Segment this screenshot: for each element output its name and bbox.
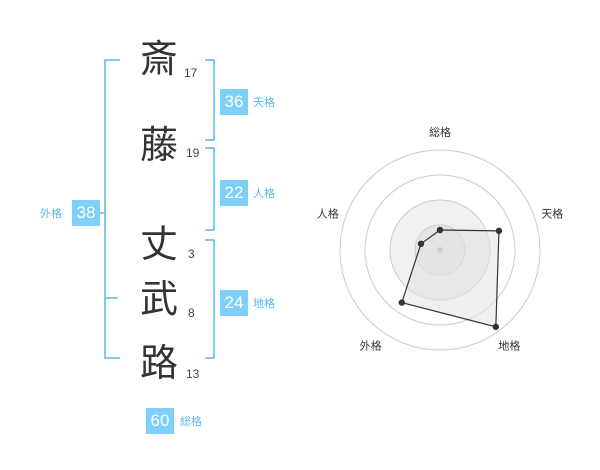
stroke-count-5: 13 <box>186 367 200 381</box>
chikaku-label: 地格 <box>253 297 275 310</box>
chikaku-value: 24 <box>220 290 248 316</box>
radar-point-5 <box>417 240 425 248</box>
radar-axis-label-5: 人格 <box>317 207 339 221</box>
radar-axis-label-4: 外格 <box>360 338 382 352</box>
radar-point-3 <box>492 323 500 331</box>
radar-point-4 <box>398 299 405 306</box>
radar-axis-label-2: 天格 <box>541 207 563 221</box>
stroke-count-1: 17 <box>184 66 198 80</box>
jinkaku-value: 22 <box>220 180 248 206</box>
gaikaku-value: 38 <box>72 200 100 226</box>
stroke-count-2: 19 <box>186 146 200 160</box>
radar-point-1 <box>436 226 444 234</box>
soukaku-value: 60 <box>146 408 174 434</box>
tenkaku-value: 36 <box>220 89 248 115</box>
radar-data-polygon <box>401 229 500 328</box>
name-char-4: 武 <box>140 277 179 321</box>
name-char-1: 斎 <box>140 37 179 81</box>
jinkaku-bracket <box>205 147 215 231</box>
stroke-count-3: 3 <box>188 247 195 261</box>
radar-axis-label-1: 総格 <box>429 125 451 139</box>
radar-axis-label-3: 地格 <box>498 338 520 352</box>
chikaku-bracket <box>205 239 215 359</box>
gaikaku-bracket <box>104 59 120 359</box>
tenkaku-bracket <box>205 59 215 141</box>
name-char-3: 丈 <box>140 222 179 266</box>
name-char-2: 藤 <box>140 123 179 167</box>
name-bracket-diagram <box>90 59 215 359</box>
stroke-count-4: 8 <box>188 306 195 320</box>
jinkaku-label: 人格 <box>253 187 275 200</box>
soukaku-label: 総格 <box>180 415 202 428</box>
tenkaku-label: 天格 <box>253 96 275 109</box>
radar-point-2 <box>495 227 503 235</box>
gaikaku-label: 外格 <box>40 207 62 220</box>
name-char-5: 路 <box>140 341 179 385</box>
